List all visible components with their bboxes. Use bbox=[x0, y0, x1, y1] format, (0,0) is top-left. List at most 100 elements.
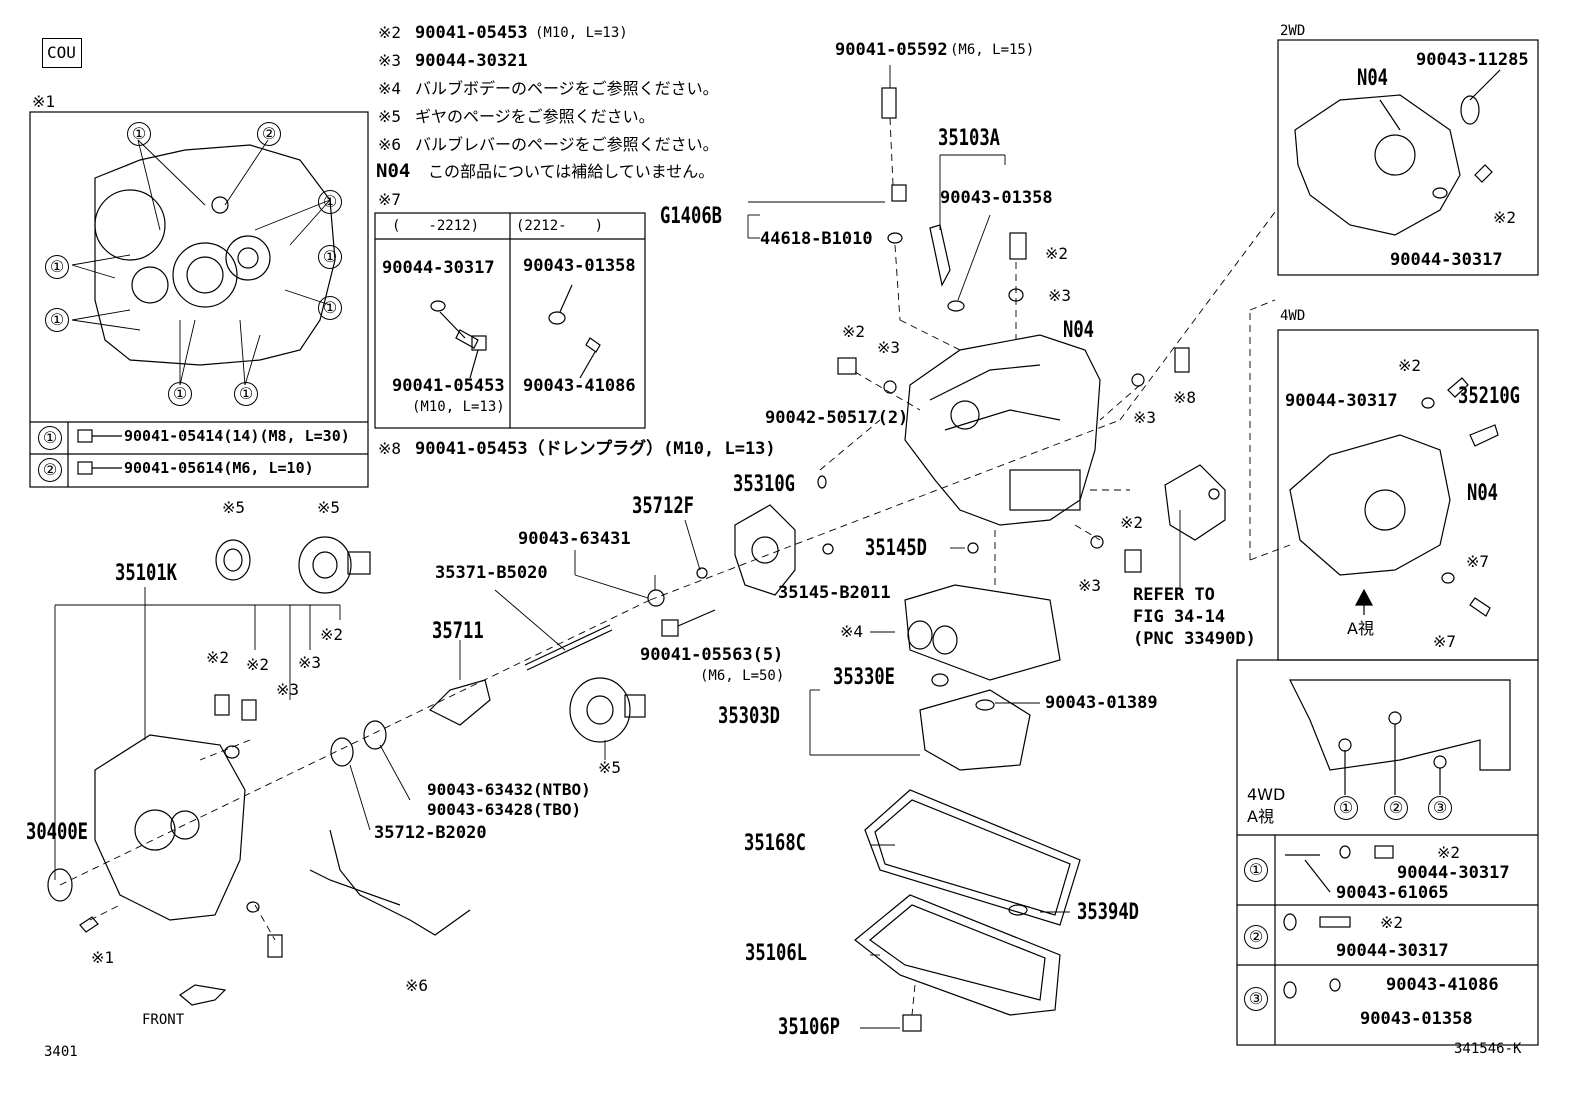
note-8: ※8 bbox=[378, 439, 402, 458]
part-35711: 35711 bbox=[432, 619, 484, 644]
note-text: ギヤのページをご参照ください。 bbox=[415, 107, 655, 126]
footer-right: 341546-K bbox=[1454, 1041, 1522, 1057]
refer-line-2: FIG 34-14 bbox=[1133, 607, 1226, 627]
inset-2wd-title: 2WD bbox=[1280, 23, 1306, 39]
inset-4wd-view: A視 bbox=[1347, 619, 1374, 638]
inset-4wd-washer: 90044-30317 bbox=[1285, 391, 1398, 411]
inset-4wd-n04: N04 bbox=[1467, 481, 1499, 506]
view-callout: ① bbox=[1334, 796, 1358, 820]
note-mark: ※3 bbox=[378, 51, 402, 70]
note-text: この部品については補給していません。 bbox=[428, 162, 715, 181]
ref-2: ※2 bbox=[1045, 244, 1069, 263]
ref-2: ※2 bbox=[320, 625, 344, 644]
callout-2: ② bbox=[257, 122, 281, 146]
ref-2: ※2 bbox=[842, 322, 866, 341]
part-35712-b2020: 35712-B2020 bbox=[374, 823, 487, 843]
ref-5: ※5 bbox=[598, 758, 622, 777]
ref-8: ※8 bbox=[1173, 388, 1197, 407]
part-g1406b: G1406B bbox=[660, 204, 722, 229]
ref-3: ※3 bbox=[877, 338, 901, 357]
ref-7-label: ※7 bbox=[378, 190, 402, 209]
model-code-box: COU bbox=[42, 38, 82, 68]
part-35106p: 35106P bbox=[778, 1015, 840, 1040]
callout-1: ① bbox=[45, 308, 69, 332]
inset-4wd-part-35210g: 35210G bbox=[1458, 384, 1520, 409]
refer-line-1: REFER TO bbox=[1133, 585, 1215, 605]
part-44618-b1010: 44618-B1010 bbox=[760, 229, 873, 249]
ref-3: ※3 bbox=[1078, 576, 1102, 595]
ref-3: ※3 bbox=[1048, 286, 1072, 305]
note-text: バルブレバーのページをご参照ください。 bbox=[415, 135, 719, 154]
legend-part: 90041-05614(M6, L=10) bbox=[124, 459, 314, 477]
callout-1: ① bbox=[318, 245, 342, 269]
note-mark: ※2 bbox=[378, 23, 402, 42]
note-mark: ※5 bbox=[378, 107, 402, 126]
model-code: COU bbox=[47, 43, 76, 62]
part-35101k: 35101K bbox=[115, 561, 177, 586]
legend-num: ① bbox=[38, 426, 62, 450]
part-30400e: 30400E bbox=[26, 820, 88, 845]
inset-2wd-part: 90043-11285 bbox=[1416, 50, 1529, 70]
ref7-col2-part-a: 90043-01358 bbox=[523, 256, 636, 276]
view-row-part: 90044-30317 bbox=[1397, 863, 1510, 883]
view-row-part: 90043-01358 bbox=[1360, 1009, 1473, 1029]
ref-2: ※2 bbox=[206, 648, 230, 667]
inset-2wd-n04: N04 bbox=[1357, 66, 1389, 91]
callout-1: ① bbox=[318, 190, 342, 214]
ref-5: ※5 bbox=[317, 498, 341, 517]
legend-num: ② bbox=[38, 458, 62, 482]
ref-6: ※6 bbox=[405, 976, 429, 995]
part-90041-05592-spec: (M6, L=15) bbox=[950, 42, 1035, 58]
part-n04-main: N04 bbox=[1063, 318, 1095, 343]
part-90043-01389: 90043-01389 bbox=[1045, 693, 1158, 713]
view-label-a: A視 bbox=[1247, 807, 1274, 826]
part-90041-05563-spec: (M6, L=50) bbox=[700, 668, 785, 684]
part-90041-05592: 90041-05592 bbox=[835, 40, 948, 60]
callout-1: ① bbox=[318, 296, 342, 320]
ref7-col1-spec: (M10, L=13) bbox=[412, 399, 505, 415]
callout-1: ① bbox=[234, 382, 258, 406]
inset-2wd-ref2: ※2 bbox=[1493, 208, 1517, 227]
part-35394d: 35394D bbox=[1077, 900, 1139, 925]
note-text: バルブボデーのページをご参照ください。 bbox=[415, 79, 719, 98]
ref7-col2-part-b: 90043-41086 bbox=[523, 376, 636, 396]
part-90042-50517: 90042-50517(2) bbox=[765, 408, 909, 428]
part-35310g: 35310G bbox=[733, 472, 795, 497]
part-35103a: 35103A bbox=[938, 126, 1000, 151]
part-35330e: 35330E bbox=[833, 665, 895, 690]
part-90043-01358: 90043-01358 bbox=[940, 188, 1053, 208]
ref-1: ※1 bbox=[91, 948, 115, 967]
ref-3: ※3 bbox=[276, 680, 300, 699]
ref-2: ※2 bbox=[246, 655, 270, 674]
view-row-ref: ※2 bbox=[1380, 913, 1404, 932]
ref7-col1-head: ( -2212) bbox=[392, 218, 480, 234]
note-text: 90044-30321 bbox=[415, 51, 528, 71]
part-35712f: 35712F bbox=[632, 494, 694, 519]
part-35168c: 35168C bbox=[744, 831, 806, 856]
note-mark: ※4 bbox=[378, 79, 402, 98]
ref-5: ※5 bbox=[222, 498, 246, 517]
refer-line-3: (PNC 33490D) bbox=[1133, 629, 1256, 649]
view-row-num: ② bbox=[1244, 925, 1268, 949]
callout-1: ① bbox=[168, 382, 192, 406]
part-35371-b5020: 35371-B5020 bbox=[435, 563, 548, 583]
ref-2: ※2 bbox=[1120, 513, 1144, 532]
footer-left: 3401 bbox=[44, 1044, 78, 1060]
note-8-text: 90041-05453（ドレンプラグ）(M10, L=13) bbox=[415, 439, 776, 459]
part-90043-63431: 90043-63431 bbox=[518, 529, 631, 549]
view-row-part: 90043-41086 bbox=[1386, 975, 1499, 995]
callout-1: ① bbox=[45, 255, 69, 279]
view-row-part: 90044-30317 bbox=[1336, 941, 1449, 961]
inset-2wd-washer: 90044-30317 bbox=[1390, 250, 1503, 270]
ref-1-label: ※1 bbox=[32, 92, 56, 111]
part-35106l: 35106L bbox=[745, 941, 807, 966]
part-90043-63432: 90043-63432(NTBO) bbox=[427, 780, 591, 799]
ref7-col2-head: (2212- ) bbox=[516, 218, 604, 234]
part-90043-63428: 90043-63428(TBO) bbox=[427, 800, 582, 819]
part-35145d: 35145D bbox=[865, 536, 927, 561]
inset-4wd-ref7: ※7 bbox=[1433, 632, 1457, 651]
front-label: FRONT bbox=[142, 1012, 185, 1028]
inset-4wd-title: 4WD bbox=[1280, 308, 1306, 324]
inset-4wd-ref7: ※7 bbox=[1466, 552, 1490, 571]
